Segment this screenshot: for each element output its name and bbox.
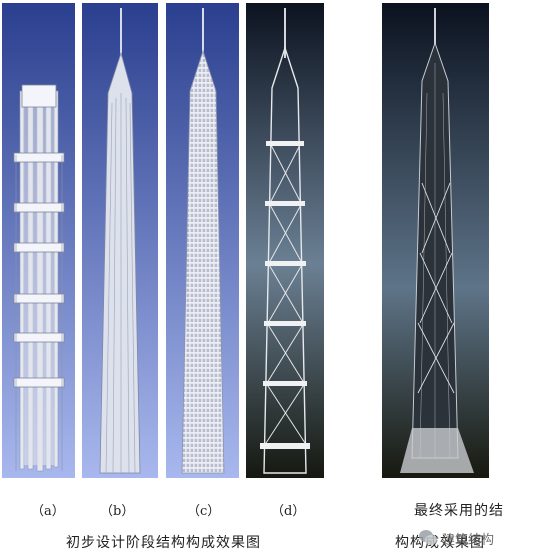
- panel-a-label: （a）: [31, 504, 65, 519]
- final-caption-line-1: 最终采用的结: [414, 503, 504, 519]
- watermark-text: 建筑结构: [442, 532, 495, 548]
- preliminary-caption: 初步设计阶段结构构成效果图: [66, 535, 261, 551]
- watermark: 建筑结构: [418, 526, 530, 550]
- panel-b-frame-render: [82, 3, 158, 478]
- final-caption-line-2: 构构成效果图: [395, 535, 485, 551]
- panel-a-core-tube-render: [2, 3, 75, 478]
- panel-c-label: （c）: [187, 504, 221, 519]
- panel-c-facade-render: [166, 3, 239, 478]
- panel-d-braced-frame-render: [246, 3, 324, 478]
- panel-d-label: （d）: [271, 504, 306, 519]
- panel-b-label: （b）: [100, 504, 135, 519]
- panel-e-final-structure-render: [382, 3, 489, 478]
- wechat-logo-icon: [419, 530, 437, 545]
